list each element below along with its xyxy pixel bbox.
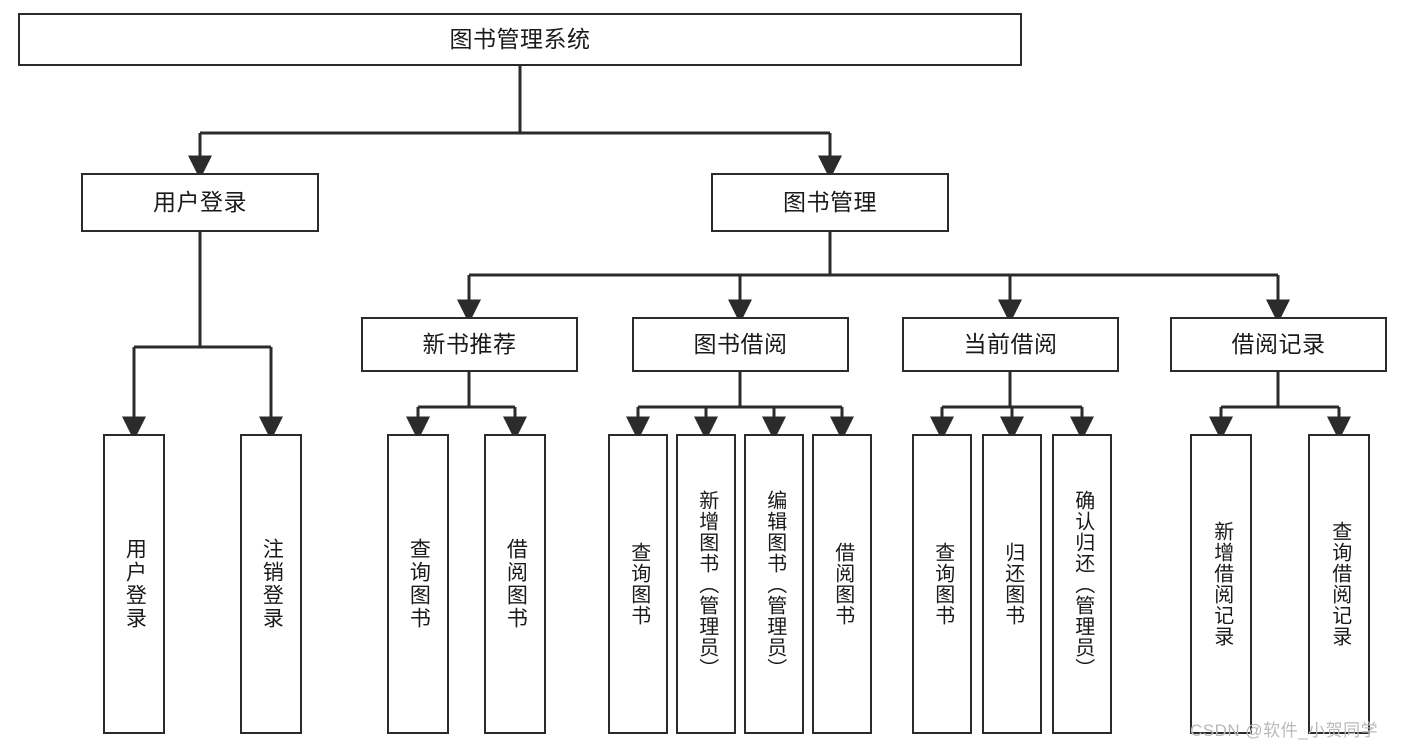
node-book-management[interactable]: 图书管理 — [711, 173, 949, 232]
csdn-watermark: CSDN @软件_小贺同学 — [1190, 721, 1379, 740]
leaf-borrow-book-recommend[interactable]: 借阅图书 — [484, 434, 546, 734]
leaf-add-borrow-record[interactable]: 新增借阅记录 — [1190, 434, 1252, 734]
node-borrow-record[interactable]: 借阅记录 — [1170, 317, 1387, 372]
leaf-query-book-recommend[interactable]: 查询图书 — [387, 434, 449, 734]
leaf-logout-login[interactable]: 注销登录 — [240, 434, 302, 734]
node-current-borrow[interactable]: 当前借阅 — [902, 317, 1119, 372]
leaf-confirm-return-admin[interactable]: 确认归还（管理员） — [1052, 434, 1112, 734]
node-root[interactable]: 图书管理系统 — [18, 13, 1022, 66]
leaf-query-book-borrow[interactable]: 查询图书 — [608, 434, 668, 734]
leaf-query-borrow-record[interactable]: 查询借阅记录 — [1308, 434, 1370, 734]
leaf-borrow-book[interactable]: 借阅图书 — [812, 434, 872, 734]
node-user-login[interactable]: 用户登录 — [81, 173, 319, 232]
leaf-add-book-admin[interactable]: 新增图书（管理员） — [676, 434, 736, 734]
leaf-query-book-current[interactable]: 查询图书 — [912, 434, 972, 734]
leaf-return-book[interactable]: 归还图书 — [982, 434, 1042, 734]
node-book-borrow[interactable]: 图书借阅 — [632, 317, 849, 372]
node-new-book-recommend[interactable]: 新书推荐 — [361, 317, 578, 372]
leaf-edit-book-admin[interactable]: 编辑图书（管理员） — [744, 434, 804, 734]
leaf-user-login[interactable]: 用户登录 — [103, 434, 165, 734]
